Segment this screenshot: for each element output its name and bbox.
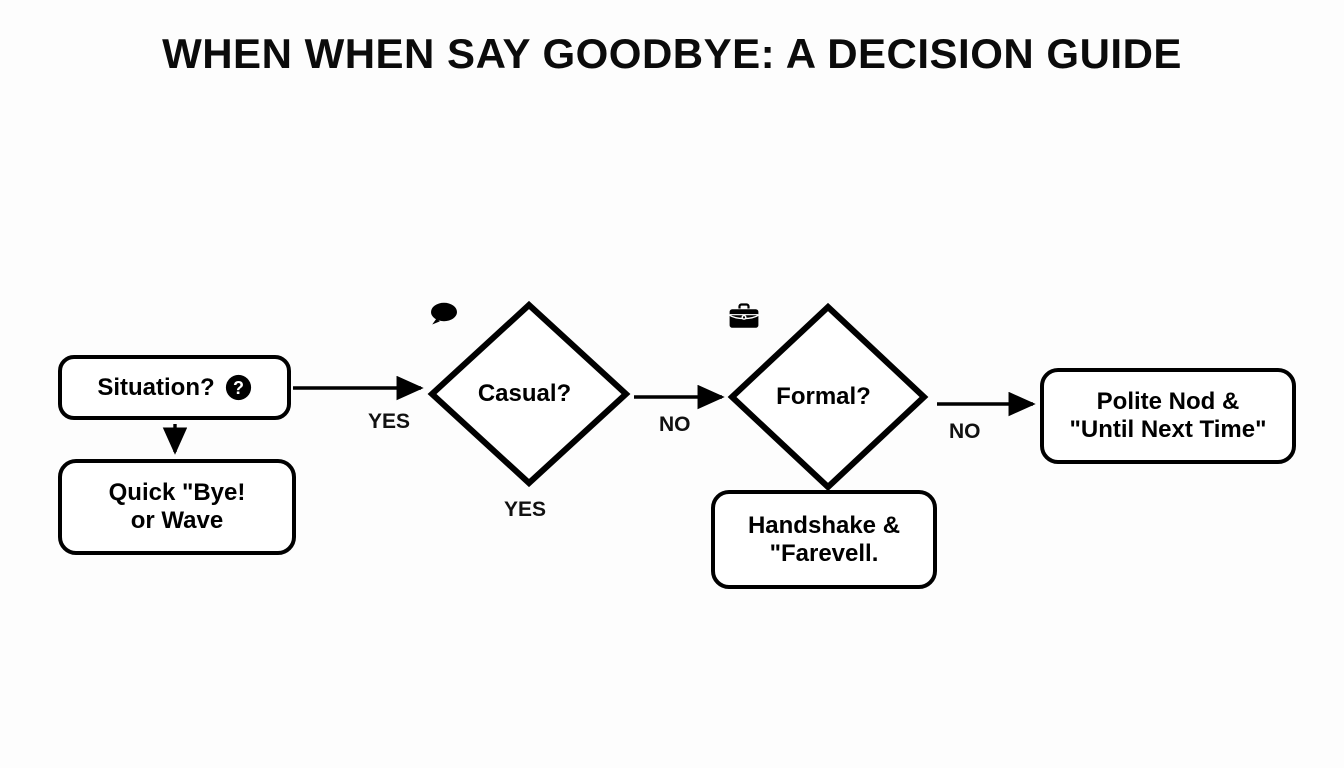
node-casual-decision[interactable]: Casual?: [427, 300, 631, 488]
node-situation-label: Situation?: [97, 373, 215, 401]
node-formal-label: Formal?: [776, 383, 871, 410]
edge-label-situation-to-casual: YES: [368, 410, 411, 433]
node-casual-label: Casual?: [477, 380, 572, 407]
diamond-shape: [427, 300, 631, 488]
page-title: WHEN WHEN SAY GOODBYE: A DECISION GUIDE: [162, 30, 1182, 77]
diamond-shape: [727, 302, 929, 492]
node-polite-label: Polite Nod & "Until Next Time": [1069, 388, 1267, 443]
edge-label-formal-to-polite: NO: [949, 420, 981, 443]
svg-text:?: ?: [233, 378, 244, 398]
node-situation[interactable]: Situation? ?: [58, 355, 291, 420]
edge-label-casual-to-formal: NO: [659, 413, 691, 436]
node-formal-decision[interactable]: Formal?: [727, 302, 929, 492]
node-formal-content: Formal?: [728, 303, 928, 491]
node-quick-bye-label: Quick "Bye! or Wave: [108, 479, 246, 534]
node-handshake-label: Handshake & "Farevell.: [747, 511, 901, 567]
node-polite-nod[interactable]: Polite Nod & "Until Next Time": [1040, 368, 1296, 464]
node-situation-content: Situation? ?: [97, 374, 251, 402]
question-mark-circle-icon: ?: [225, 374, 252, 401]
node-quick-bye-or-wave[interactable]: Quick "Bye! or Wave: [58, 459, 296, 555]
node-casual-content: Casual?: [428, 301, 630, 487]
node-handshake-farewell[interactable]: Handshake & "Farevell.: [711, 490, 937, 589]
edge-label-casual-yes-branch: YES: [504, 498, 547, 521]
